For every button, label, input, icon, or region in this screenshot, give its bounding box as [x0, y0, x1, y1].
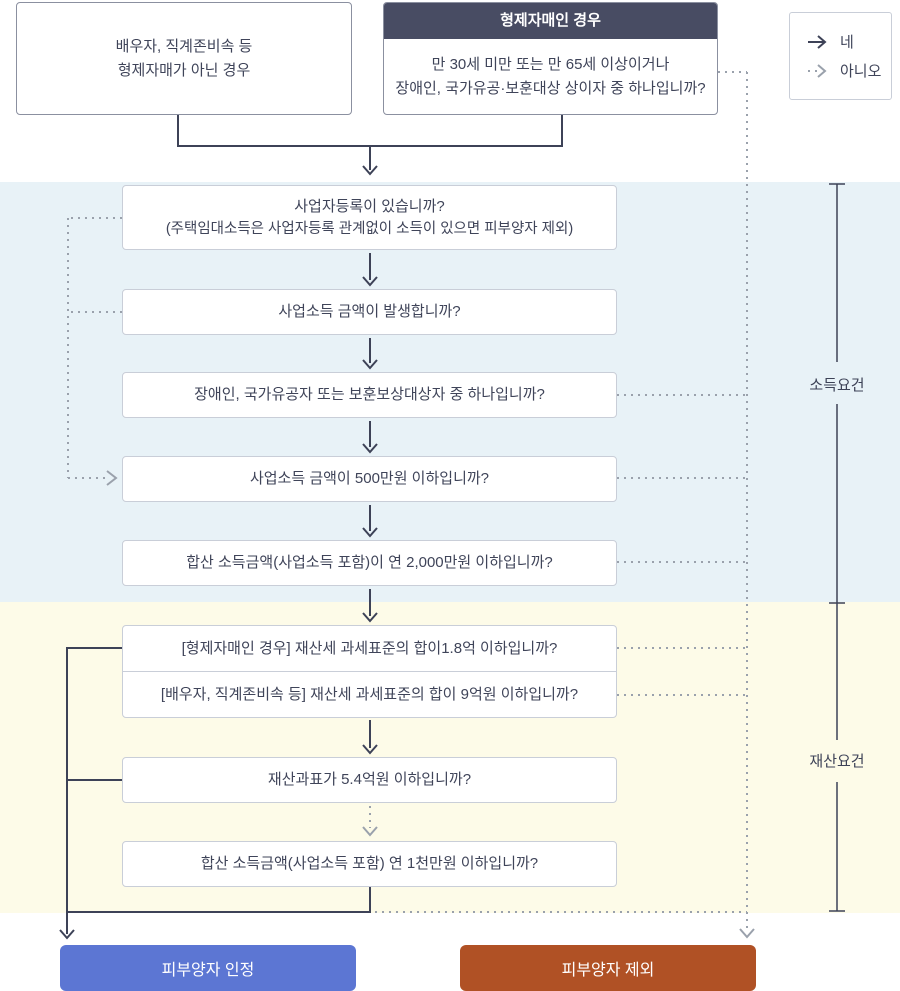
property-tax-base-spouse: [배우자, 직계존비속 등] 재산세 과세표준의 합이 9억원 이하입니까? — [160, 685, 579, 703]
property-step-under-540m: 재산과표가 5.4억원 이하입니까? — [122, 757, 617, 803]
sibling-line2: 장애인, 국가유공·보훈대상 상이자 중 하나입니까? — [395, 79, 706, 97]
arrow-down-icon — [362, 165, 378, 176]
sibling-case-header: 형제자매인 경우 — [384, 3, 717, 39]
income-section-label: 소득요건 — [809, 377, 865, 394]
income-step-under-5m: 사업소득 금액이 500만원 이하입니까? — [122, 456, 617, 502]
legend: 네 아니오 — [789, 12, 892, 100]
non-sibling-line2: 형제자매가 아닌 경우 — [117, 61, 251, 79]
sibling-case-box: 형제자매인 경우 만 30세 미만 또는 만 65세 이상이거나 장애인, 국가… — [383, 2, 718, 115]
income-step-under-20m: 합산 소득금액(사업소득 포함)이 연 2,000만원 이하입니까? — [122, 540, 617, 586]
legend-yes-row: 네 — [806, 31, 891, 52]
legend-no-label: 아니오 — [840, 63, 882, 80]
property-section-label: 재산요건 — [809, 753, 865, 770]
dependent-excluded-result: 피부양자 제외 — [460, 945, 756, 991]
question-text: 사업소득 금액이 발생합니까? — [278, 303, 461, 321]
sibling-line1: 만 30세 미만 또는 만 65세 이상이거나 — [431, 56, 670, 74]
dependent-accepted-result: 피부양자 인정 — [60, 945, 356, 991]
question-text: 장애인, 국가유공자 또는 보훈보상대상자 중 하나입니까? — [194, 386, 545, 404]
question-text: 합산 소득금액(사업소득 포함)이 연 2,000만원 이하입니까? — [186, 554, 553, 572]
non-sibling-case-box: 배우자, 직계존비속 등 형제자매가 아닌 경우 — [16, 2, 352, 115]
legend-yes-label: 네 — [840, 34, 854, 51]
property-step-tax-base: [형제자매인 경우] 재산세 과세표준의 합이1.8억 이하입니까? [배우자,… — [122, 625, 617, 718]
sibling-case-question: 만 30세 미만 또는 만 65세 이상이거나 장애인, 국가유공·보훈대상 상… — [384, 39, 717, 114]
question-text: 합산 소득금액(사업소득 포함) 연 1천만원 이하입니까? — [200, 855, 539, 873]
property-step-under-10m: 합산 소득금액(사업소득 포함) 연 1천만원 이하입니까? — [122, 841, 617, 887]
income-step-business-income: 사업소득 금액이 발생합니까? — [122, 289, 617, 335]
property-tax-base-sibling: [형제자매인 경우] 재산세 과세표준의 합이1.8억 이하입니까? — [123, 626, 616, 672]
non-sibling-line1: 배우자, 직계존비속 등 — [115, 38, 253, 56]
top-junction-line — [177, 115, 563, 147]
arrow-down-icon — [59, 929, 75, 940]
income-step-disabled-veteran: 장애인, 국가유공자 또는 보훈보상대상자 중 하나입니까? — [122, 372, 617, 418]
question-text: 재산과표가 5.4억원 이하입니까? — [267, 771, 472, 789]
dotted-arrow-icon — [808, 63, 827, 78]
question-text: 사업소득 금액이 500만원 이하입니까? — [249, 470, 490, 488]
income-step-business-registration: 사업자등록이 있습니까? (주택임대소득은 사업자등록 관계없이 소득이 있으면… — [122, 185, 617, 250]
legend-no-row: 아니오 — [806, 60, 891, 81]
question-text: 사업자등록이 있습니까? — [294, 197, 445, 215]
question-note: (주택임대소득은 사업자등록 관계없이 소득이 있으면 피부양자 제외) — [165, 220, 574, 237]
solid-arrow-icon — [808, 34, 827, 49]
dotted-arrow-down-icon — [739, 928, 755, 939]
